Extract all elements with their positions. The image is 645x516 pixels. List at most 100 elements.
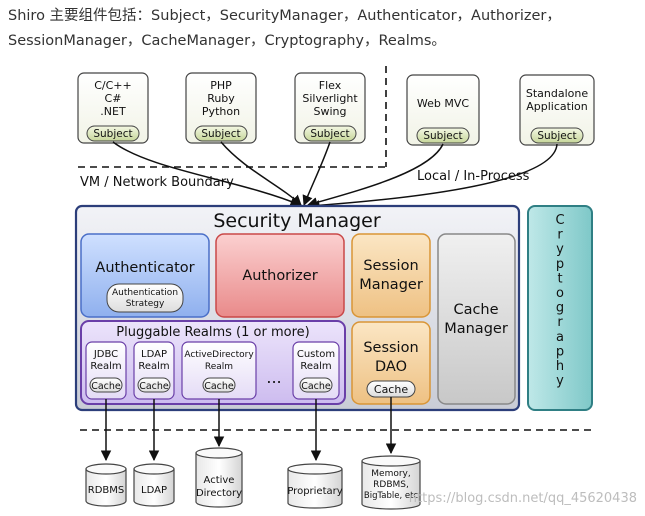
datastore-label: RDBMS,	[373, 480, 409, 490]
realm-label: LDAP	[141, 349, 167, 360]
client-label: Standalone	[526, 87, 588, 100]
security-manager-title: Security Manager	[213, 210, 381, 232]
datastore-rdbms: RDBMS	[85, 463, 127, 507]
client-label: Application	[526, 100, 587, 113]
watermark-text: https://blog.csdn.net/qq_45620438	[409, 491, 637, 506]
cryptography-letter: r	[557, 228, 563, 243]
cryptography-letter: h	[556, 359, 564, 374]
cache-pill	[299, 377, 333, 393]
realm-activedirectory: ActiveDirectory Realm Cache	[181, 341, 257, 400]
realm-label: Realm	[138, 361, 169, 372]
cryptography-letter: g	[556, 301, 564, 316]
datastore-label: RDBMS	[88, 485, 124, 496]
cache-pill	[89, 377, 123, 393]
cache-manager-label: Manager	[444, 321, 508, 337]
realm-label: Custom	[297, 349, 335, 360]
client-box-webmvc: Web MVC Subject	[406, 74, 480, 146]
cryptography-box: Cryptography	[527, 205, 593, 411]
client-label: Silverlight	[302, 92, 358, 105]
subject-pill	[86, 125, 140, 142]
realm-custom: Custom Realm Cache	[292, 341, 340, 400]
intro-text: Shiro 主要组件包括：Subject，SecurityManager，Aut…	[8, 8, 561, 49]
vm-boundary-label: VM / Network Boundary	[80, 175, 234, 190]
realm-label: JDBC	[93, 349, 118, 360]
subject-pill	[194, 125, 248, 142]
realm-label: ActiveDirectory	[184, 350, 254, 360]
client-label: Flex	[319, 79, 342, 92]
arrow-webmvc-to-sm	[306, 143, 444, 208]
strategy-label: Strategy	[126, 299, 165, 309]
arrow-cpp-to-sm	[112, 141, 301, 207]
realm-label: Realm	[300, 361, 331, 372]
cache-manager-box: Cache Manager	[437, 233, 516, 405]
cryptography-letters: Cryptography	[555, 213, 564, 389]
cryptography-letter: t	[557, 271, 562, 286]
cache-pill	[202, 377, 236, 393]
client-label: Python	[202, 105, 240, 118]
datastore-label: BigTable, etc	[364, 491, 419, 501]
cryptography-letter: a	[556, 330, 564, 345]
pluggable-realms-box: Pluggable Realms (1 or more) JDBC Realm …	[80, 320, 346, 405]
arrow-flex-to-sm	[302, 141, 331, 206]
cache-pill	[137, 377, 171, 393]
client-label: Swing	[314, 105, 347, 118]
cache-manager-label: Cache	[453, 302, 498, 318]
datastore-activedirectory: Active Directory	[195, 447, 243, 508]
cache-label: Cache	[139, 381, 169, 392]
client-label: C#	[105, 92, 122, 105]
client-box-php: PHP Ruby Python Subject	[185, 72, 257, 144]
cryptography-letter: C	[555, 213, 564, 228]
session-manager-box: Session Manager	[351, 233, 431, 318]
session-dao-label: DAO	[375, 359, 407, 375]
datastore-label: Active	[204, 475, 235, 486]
datastore-memory: Memory, RDBMS, BigTable, etc	[361, 455, 421, 510]
datastore-label: Memory,	[371, 469, 410, 479]
subject-pill	[416, 127, 470, 144]
subject-label: Subject	[310, 128, 349, 140]
realm-ldap: LDAP Realm Cache	[133, 341, 175, 400]
session-dao-label: Session	[363, 340, 418, 356]
realm-label: Realm	[205, 362, 233, 372]
realm-jdbc: JDBC Realm Cache	[85, 341, 127, 400]
subject-label: Subject	[537, 130, 576, 142]
cryptography-letter: y	[556, 242, 564, 257]
subject-label: Subject	[201, 128, 240, 140]
cache-label: Cache	[374, 383, 408, 396]
pluggable-realms-title: Pluggable Realms (1 or more)	[116, 325, 309, 340]
client-label: C/C++	[94, 79, 132, 92]
subject-label: Subject	[423, 130, 462, 142]
arrow-php-to-sm	[220, 141, 302, 206]
authentication-strategy-pill	[106, 283, 184, 313]
session-dao-box: Session DAO Cache	[351, 321, 431, 405]
subject-label: Subject	[93, 128, 132, 140]
strategy-label: Authentication	[112, 288, 178, 298]
session-manager-label: Manager	[359, 277, 423, 293]
cryptography-letter: y	[556, 374, 564, 389]
authorizer-title: Authorizer	[242, 268, 317, 284]
client-label: PHP	[210, 79, 232, 92]
datastore-label: Directory	[196, 488, 242, 499]
realm-label: Realm	[90, 361, 121, 372]
client-label: .NET	[100, 105, 126, 118]
realms-ellipsis: ...	[266, 368, 281, 387]
cache-label: Cache	[204, 381, 234, 392]
cryptography-letter: p	[556, 257, 564, 272]
client-box-cpp: C/C++ C# .NET Subject	[77, 72, 149, 144]
subject-pill	[303, 125, 357, 142]
client-box-flex: Flex Silverlight Swing Subject	[294, 72, 366, 144]
authorizer-box: Authorizer	[215, 233, 345, 318]
cache-label: Cache	[301, 381, 331, 392]
client-box-standalone: Standalone Application Subject	[519, 74, 595, 146]
cryptography-letter: r	[557, 315, 563, 330]
cache-label: Cache	[91, 381, 121, 392]
session-manager-label: Session	[363, 258, 418, 274]
authenticator-title: Authenticator	[95, 260, 194, 276]
cryptography-letter: o	[556, 286, 564, 301]
datastore-proprietary: Proprietary	[287, 463, 343, 509]
authenticator-box: Authenticator Authentication Strategy	[80, 233, 210, 318]
client-label: Web MVC	[417, 97, 469, 110]
datastore-label: LDAP	[141, 485, 167, 496]
datastore-label: Proprietary	[287, 486, 342, 497]
subject-pill	[530, 127, 584, 144]
